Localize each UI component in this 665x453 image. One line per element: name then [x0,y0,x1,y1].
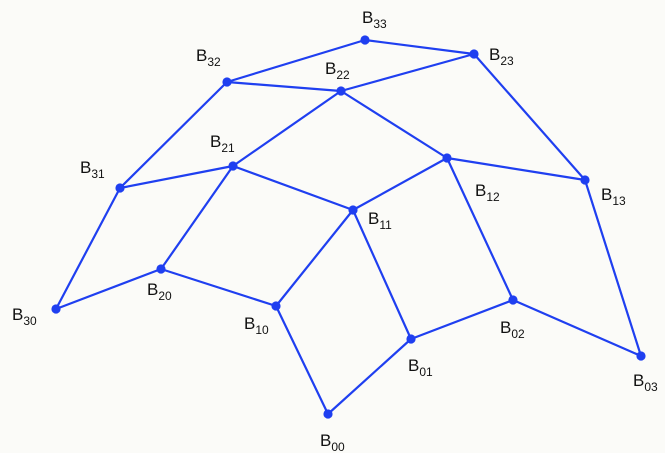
edge-b02-b03 [511,298,643,358]
net-points [51,35,646,419]
label-subscript: 33 [373,17,387,31]
point-b30 [51,304,61,314]
label-base: B [320,431,331,450]
point-b23 [469,49,479,59]
point-b33 [360,35,370,45]
edge-b01-b02 [409,298,515,341]
edge-b00-b01 [326,337,413,416]
edge-b12-b13 [445,156,587,182]
label-base: B [80,158,91,177]
label-b00: B00 [320,431,345,453]
label-subscript: 30 [23,314,37,328]
label-base: B [601,185,612,204]
point-b11 [348,205,358,215]
label-b31: B31 [80,158,105,181]
point-b03 [636,351,646,361]
point-b20 [156,264,166,274]
label-b12: B12 [475,181,500,204]
point-b01 [406,334,416,344]
label-b20: B20 [147,280,172,303]
label-b22: B22 [325,59,350,82]
label-subscript: 31 [91,167,105,181]
label-base: B [210,132,221,151]
edge-b10-b11 [274,208,355,308]
label-base: B [12,305,23,324]
label-base: B [325,59,336,78]
edge-b11-b21 [231,164,355,212]
label-b23: B23 [489,45,514,68]
point-b21 [228,161,238,171]
edge-b03-b13 [583,178,643,358]
label-subscript: 20 [158,289,172,303]
label-subscript: 00 [331,440,345,453]
label-subscript: 02 [511,327,525,341]
edge-b11-b12 [351,156,449,212]
label-b03: B03 [633,371,658,394]
edge-b23-b33 [363,38,476,56]
label-subscript: 03 [644,380,658,394]
label-base: B [244,314,255,333]
edge-b32-b33 [225,38,367,84]
label-subscript: 13 [612,194,626,208]
label-b13: B13 [601,185,626,208]
label-subscript: 12 [486,190,500,204]
label-subscript: 23 [500,54,514,68]
label-subscript: 01 [419,365,433,379]
edge-b22-b32 [225,80,343,93]
label-b01: B01 [408,356,433,379]
label-b11: B11 [368,209,392,232]
point-b31 [115,183,125,193]
edge-b20-b21 [159,164,235,271]
point-b12 [442,153,452,163]
label-base: B [362,8,373,27]
label-base: B [368,209,379,228]
label-subscript: 11 [379,218,392,232]
edge-b00-b10 [274,304,330,416]
point-b10 [271,301,281,311]
label-base: B [633,371,644,390]
edge-b30-b31 [54,186,122,311]
edge-b01-b11 [351,208,413,341]
label-b21: B21 [210,132,235,155]
label-b33: B33 [362,8,387,31]
label-subscript: 21 [221,141,235,155]
edge-b21-b22 [231,89,343,168]
edge-b21-b31 [118,164,235,190]
edge-b02-b12 [445,156,515,302]
edge-b31-b32 [118,80,229,190]
point-b22 [336,86,346,96]
label-subscript: 22 [336,68,350,82]
edge-b22-b23 [339,52,476,93]
point-b13 [580,175,590,185]
net-edges [54,38,643,416]
edge-b13-b23 [472,52,587,182]
label-b02: B02 [500,318,525,341]
edge-b10-b20 [159,267,278,308]
label-base: B [475,181,486,200]
label-base: B [196,46,207,65]
label-b32: B32 [196,46,221,69]
label-base: B [489,45,500,64]
edge-b12-b22 [339,89,449,160]
point-b02 [508,295,518,305]
label-subscript: 32 [207,55,221,69]
label-b10: B10 [244,314,269,337]
label-base: B [500,318,511,337]
label-subscript: 10 [255,323,269,337]
label-base: B [408,356,419,375]
point-b32 [222,77,232,87]
point-b00 [323,409,333,419]
edge-b20-b30 [54,267,163,311]
label-base: B [147,280,158,299]
label-b30: B30 [12,305,37,328]
